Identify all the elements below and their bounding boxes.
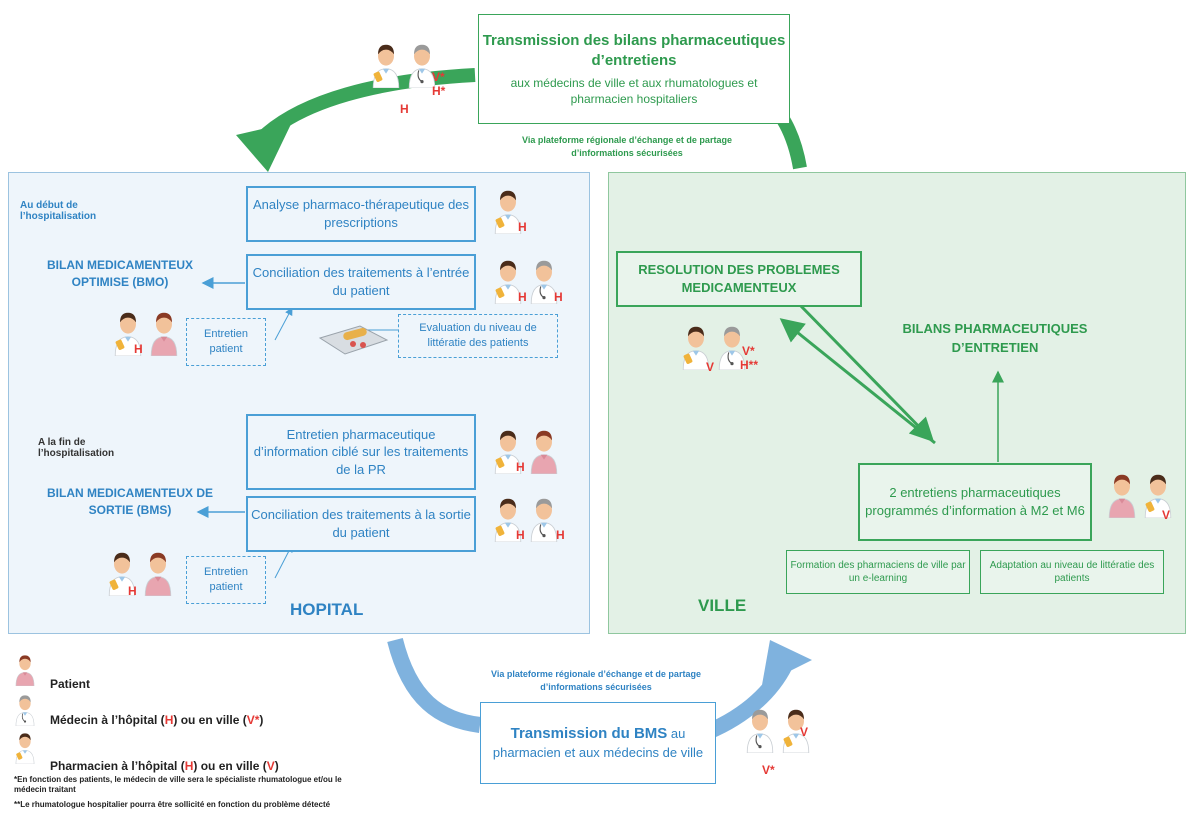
role-mark: H [518, 290, 527, 304]
bottom-curved-arrow [387, 637, 482, 733]
legend-patient: Patient [50, 677, 91, 691]
role-mark: V [1162, 508, 1171, 522]
formation-box: Formation des pharmaciens de ville par u… [786, 550, 970, 594]
entretien-cible-box: Entretien pharmaceutique d’information c… [246, 414, 476, 490]
role-mark: H [400, 102, 409, 116]
role-mark: V* [742, 344, 755, 358]
doctor-icon [398, 40, 446, 88]
role-mark: H [518, 220, 527, 234]
role-mark: V [800, 725, 809, 739]
resolution-box: RESOLUTION DES PROBLEMES MEDICAMENTEUX [616, 251, 862, 307]
ville-title: VILLE [698, 596, 747, 615]
role-mark: V [706, 360, 715, 374]
patient-icon [1098, 470, 1146, 518]
role-mark: H [556, 528, 565, 542]
debut-hospitalisation-label: Au début de l’hospitalisation [20, 200, 97, 222]
pharmacist-icon [1134, 470, 1182, 518]
pharmacist-icon [772, 705, 820, 753]
patient-icon [134, 548, 182, 596]
pharmacist-icon [8, 730, 42, 764]
role-mark: H** [740, 358, 759, 372]
legend-note-2: **Le rhumatologue hospitalier pourra êtr… [14, 800, 331, 809]
doctor-icon [520, 256, 568, 304]
role-mark: H [554, 290, 563, 304]
pharmacist-icon [484, 426, 532, 474]
role-mark: H* [432, 84, 446, 98]
hopital-panel [8, 172, 590, 634]
pharmacist-icon [484, 186, 532, 234]
doctor-icon [708, 322, 756, 370]
top-box-title: Transmission des bilans pharmaceutiques … [482, 31, 786, 69]
pharmacist-icon [362, 40, 410, 88]
entretien-patient-box-2: Entretien patient [186, 556, 266, 604]
role-mark: V* [762, 763, 775, 777]
doctor-icon [736, 705, 784, 753]
bilans-label: BILANS PHARMACEUTIQUES D’ENTRETIEN [902, 321, 1088, 355]
role-mark: H [134, 342, 143, 356]
conciliation-entree-box: Conciliation des traitements à l’entrée … [246, 254, 476, 310]
patient-icon [140, 308, 188, 356]
role-mark: H [516, 460, 525, 474]
doctor-icon [520, 494, 568, 542]
pharmacist-icon [672, 322, 720, 370]
patient-icon [8, 652, 42, 686]
conciliation-sortie-box: Conciliation des traitements à la sortie… [246, 496, 476, 552]
bottom-box-title-rest: au pharmacien et aux médecins de ville [492, 726, 704, 761]
legend-pharmacien: Pharmacien à l’hôpital (H) ou en ville (… [50, 759, 279, 773]
doctor-icon [8, 692, 42, 726]
patient-icon [520, 426, 568, 474]
fin-hospitalisation-label: A la fin de l’hospitalisation [38, 437, 115, 459]
evaluation-box: Evaluation du niveau de littératie des p… [398, 314, 558, 358]
pharmacist-icon [484, 256, 532, 304]
bmo-label: BILAN MEDICAMENTEUX OPTIMISE (BMO) [47, 258, 193, 289]
role-mark: H [128, 584, 137, 598]
bottom-arrow-head [762, 640, 812, 685]
bms-label: BILAN MEDICAMENTEUX DE SORTIE (BMS) [46, 486, 213, 517]
medication-illustration [315, 318, 390, 358]
top-arrow-head [236, 122, 292, 172]
analyse-box: Analyse pharmaco-thérapeutique des presc… [246, 186, 476, 242]
hopital-title: HOPITAL [290, 600, 364, 619]
entretien-patient-box-1: Entretien patient [186, 318, 266, 366]
legend-medecin: Médecin à l’hôpital (H) ou en ville (V*) [50, 713, 264, 727]
pharmacist-icon [104, 308, 152, 356]
legend-note-1: *En fonction des patients, le médecin de… [14, 775, 342, 794]
pharmacist-icon [484, 494, 532, 542]
role-mark: H [516, 528, 525, 542]
top-box-subtitle: aux médecins de ville et aux rhumatologu… [510, 76, 758, 107]
bottom-transmission-box: Transmission du BMS au pharmacien et aux… [480, 702, 716, 784]
pharmacist-icon [98, 548, 146, 596]
bottom-box-title-bold: Transmission du BMS [510, 725, 668, 743]
entretiens-programmes-box: 2 entretiens pharmaceutiques programmés … [858, 463, 1092, 541]
bottom-via-label: Via plateforme régionale d’échange et de… [491, 669, 701, 692]
adaptation-box: Adaptation au niveau de littératie des p… [980, 550, 1164, 594]
role-mark: V* [432, 70, 445, 84]
top-transmission-box: Transmission des bilans pharmaceutiques … [478, 14, 790, 124]
top-via-label: Via plateforme régionale d’échange et de… [522, 135, 732, 158]
